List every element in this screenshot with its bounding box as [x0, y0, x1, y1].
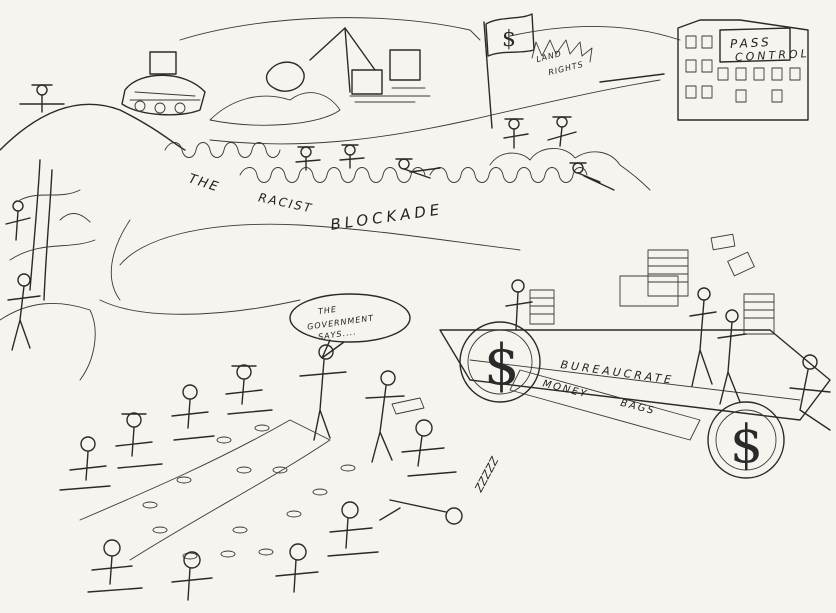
roller-left-dollar: $ — [484, 333, 520, 398]
left-hillside — [0, 103, 186, 151]
seated-person-7 — [87, 539, 143, 593]
land-rights-sun — [531, 39, 593, 63]
hilltop-sentry — [19, 84, 65, 113]
road-curve — [110, 219, 131, 301]
bureaucrat-vehicle — [439, 329, 831, 441]
crane — [309, 27, 421, 103]
bureaucrat-figure-2 — [717, 309, 747, 405]
barbed-wire-coil — [164, 142, 588, 183]
official-figure-left — [299, 344, 347, 441]
left-foliage — [0, 159, 96, 381]
background-hill-right — [509, 25, 681, 41]
seated-person-2 — [115, 412, 163, 469]
flag-dollar-symbol: $ — [502, 27, 516, 52]
soldier-left — [295, 146, 321, 171]
roller-right-dollar: $ — [730, 415, 763, 475]
seated-person-4 — [225, 364, 273, 415]
bureaucrat-figure-1 — [689, 287, 717, 387]
winding-road-edge-top — [209, 79, 661, 145]
climbing-figure-2 — [7, 273, 41, 351]
clerk-figure — [505, 279, 533, 331]
seated-person-1 — [59, 436, 111, 491]
dollar-roller-right — [707, 401, 785, 479]
shrubbery — [489, 148, 651, 191]
soldier-right-1 — [503, 118, 529, 149]
rubble-pile — [209, 92, 341, 126]
boulder — [265, 61, 305, 92]
pass-control-building — [677, 19, 809, 121]
seated-figure-right — [789, 354, 831, 431]
soldier-middle — [339, 144, 365, 169]
seated-person-8 — [171, 551, 213, 601]
soldier-right-2 — [547, 116, 577, 147]
paper-stacks — [529, 233, 775, 335]
tea-cups — [142, 424, 356, 560]
background-hill — [179, 17, 481, 41]
seated-person-5 — [401, 419, 457, 477]
speech-bubble — [289, 293, 411, 343]
winding-road-edge-bottom — [119, 223, 521, 266]
digger — [387, 49, 431, 97]
seated-person-3 — [171, 384, 215, 441]
road-lower — [99, 299, 301, 315]
official-figure-right — [365, 370, 425, 463]
soldier-prone — [395, 158, 441, 179]
seated-person-9 — [275, 543, 319, 593]
seated-person-6 — [327, 501, 379, 557]
sleeping-person — [379, 499, 463, 525]
rifle-barrel — [599, 73, 665, 83]
tea-table — [79, 419, 331, 561]
climbing-figure-1 — [5, 200, 31, 241]
soldier-gunner — [569, 162, 615, 191]
bulldozer — [121, 51, 206, 116]
dollar-roller-left — [459, 321, 541, 403]
